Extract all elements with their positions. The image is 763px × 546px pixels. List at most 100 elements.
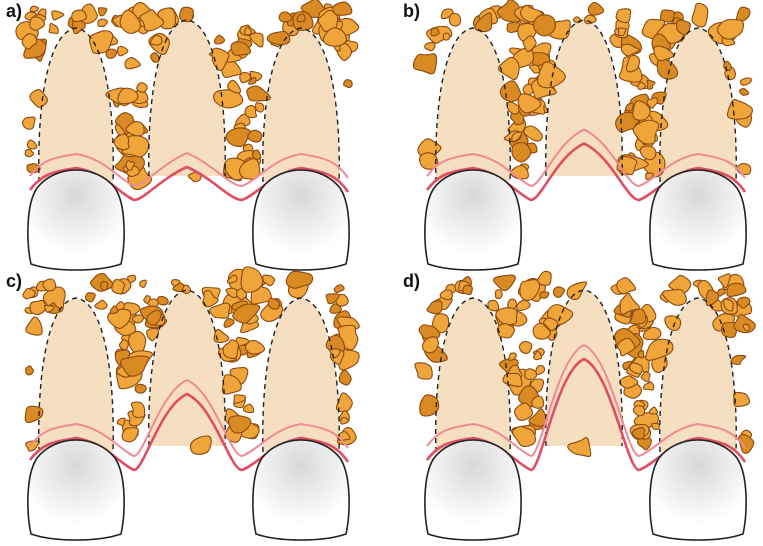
panel-label-d: d) bbox=[403, 272, 420, 290]
bone-trabecula bbox=[463, 285, 473, 294]
bone-trabecula bbox=[214, 35, 224, 44]
crown-right bbox=[253, 440, 349, 540]
crown-right bbox=[253, 170, 349, 270]
bone-trabecula bbox=[140, 280, 147, 287]
bone-trabecula bbox=[740, 78, 751, 85]
bone-trabecula bbox=[425, 43, 435, 51]
bone-trabecula bbox=[616, 9, 630, 23]
bone-trabecula bbox=[151, 53, 159, 62]
bone-trabecula bbox=[449, 13, 460, 25]
bone-trabecula bbox=[534, 15, 556, 36]
bone-trabecula bbox=[245, 105, 256, 117]
bone-trabecula bbox=[118, 88, 138, 104]
panel-a: a) bbox=[12, 4, 362, 276]
crown-left bbox=[425, 440, 521, 540]
bone-trabecula bbox=[643, 382, 653, 390]
bone-trabecula bbox=[638, 351, 644, 358]
bone-trabecula bbox=[517, 300, 530, 310]
crown-left bbox=[28, 170, 124, 270]
bone-trabecula bbox=[223, 340, 238, 359]
bone-trabecula bbox=[663, 289, 687, 305]
bone-trabecula bbox=[30, 6, 38, 12]
bone-trabecula bbox=[718, 19, 744, 39]
bone-trabecula bbox=[72, 10, 87, 21]
bone-trabecula bbox=[106, 49, 117, 58]
bone-trabecula bbox=[279, 12, 292, 22]
bone-trabecula bbox=[333, 2, 352, 15]
bone-trabecula bbox=[248, 130, 262, 142]
bone-trabecula bbox=[647, 80, 655, 89]
bone-trabecula bbox=[734, 392, 750, 406]
bone-trabecula bbox=[122, 428, 138, 442]
bone-trabecula bbox=[86, 293, 96, 302]
crown-right bbox=[650, 170, 746, 270]
bone-trabecula bbox=[727, 283, 746, 296]
dental-diagram-b bbox=[409, 4, 759, 276]
bone-trabecula bbox=[588, 2, 603, 15]
bone-trabecula bbox=[512, 143, 531, 162]
bone-trabecula bbox=[101, 281, 108, 290]
crown-left bbox=[28, 440, 124, 540]
bone-trabecula bbox=[519, 342, 531, 354]
bone-trabecula bbox=[43, 279, 56, 291]
bone-trabecula bbox=[118, 46, 128, 55]
bone-trabecula bbox=[334, 285, 344, 293]
bone-trabecula bbox=[511, 166, 529, 179]
bone-trabecula bbox=[25, 150, 33, 157]
bone-trabecula bbox=[530, 65, 540, 73]
root-3 bbox=[660, 28, 736, 182]
bone-trabecula bbox=[540, 292, 549, 298]
bone-trabecula bbox=[727, 99, 752, 119]
bone-trabecula bbox=[224, 319, 234, 328]
bone-trabecula bbox=[30, 300, 46, 314]
bone-trabecula bbox=[339, 370, 351, 385]
bone-trabecula bbox=[413, 54, 436, 74]
bone-trabecula bbox=[119, 340, 128, 350]
panel-label-a: a) bbox=[6, 2, 22, 20]
panel-d: d) bbox=[409, 274, 759, 546]
bone-trabecula bbox=[633, 406, 644, 416]
bone-trabecula bbox=[23, 117, 36, 129]
bone-trabecula bbox=[641, 372, 650, 382]
dental-diagram-c bbox=[12, 274, 362, 546]
bone-trabecula bbox=[427, 301, 442, 314]
bone-trabecula bbox=[525, 369, 537, 380]
bone-trabecula bbox=[739, 89, 748, 96]
bone-trabecula bbox=[440, 290, 452, 300]
bone-trabecula bbox=[180, 7, 194, 22]
bone-trabecula bbox=[132, 315, 143, 323]
bone-trabecula bbox=[49, 23, 58, 33]
bone-trabecula bbox=[665, 316, 681, 331]
bone-trabecula bbox=[137, 83, 147, 93]
bone-trabecula bbox=[649, 407, 657, 414]
bone-trabecula bbox=[651, 423, 659, 429]
panel-b: b) bbox=[409, 4, 759, 276]
bone-trabecula bbox=[98, 19, 108, 27]
bone-trabecula bbox=[114, 134, 129, 150]
bone-trabecula bbox=[226, 128, 250, 147]
bone-trabecula bbox=[23, 289, 35, 299]
bone-trabecula bbox=[26, 317, 42, 335]
root-3 bbox=[263, 28, 339, 182]
bone-trabecula bbox=[112, 279, 125, 293]
bone-trabecula bbox=[553, 287, 564, 297]
panel-label-c: c) bbox=[6, 272, 22, 290]
bone-trabecula bbox=[95, 300, 107, 309]
bone-trabecula bbox=[734, 314, 756, 332]
bone-trabecula bbox=[344, 80, 353, 88]
bone-trabecula bbox=[129, 331, 146, 353]
bone-trabecula bbox=[125, 58, 140, 69]
bone-trabecula bbox=[135, 384, 146, 393]
bone-trabecula bbox=[443, 33, 449, 40]
bone-trabecula bbox=[183, 285, 191, 293]
bone-trabecula bbox=[117, 418, 125, 426]
panel-c: c) bbox=[12, 274, 362, 546]
bone-trabecula bbox=[507, 102, 520, 114]
panel-label-b: b) bbox=[403, 2, 420, 20]
bone-trabecula bbox=[640, 146, 656, 160]
bone-trabecula bbox=[256, 103, 264, 112]
bone-trabecula bbox=[488, 300, 499, 311]
bone-trabecula bbox=[131, 402, 144, 417]
bone-trabecula bbox=[27, 140, 36, 149]
bone-trabecula bbox=[26, 366, 34, 375]
